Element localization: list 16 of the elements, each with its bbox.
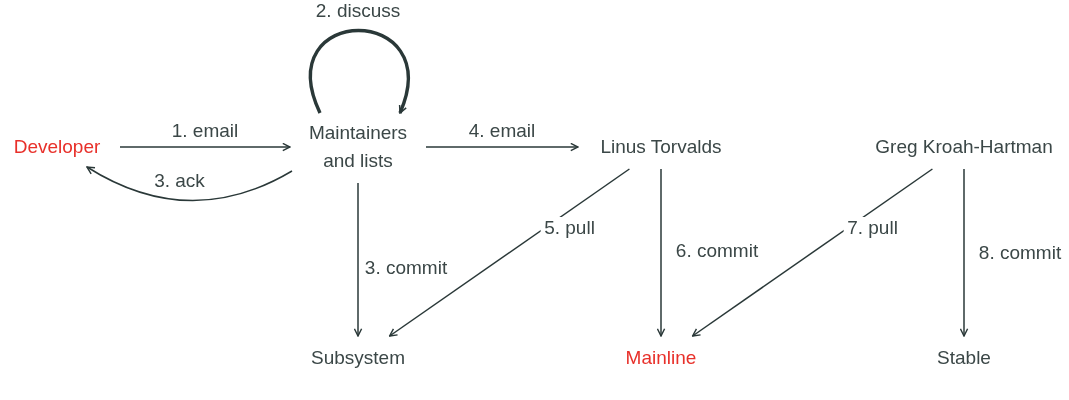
node-label: Linus Torvalds <box>586 133 736 161</box>
node-label: Developer <box>2 133 112 161</box>
arrow <box>425 142 579 152</box>
arrow <box>691 168 934 337</box>
node-label: Subsystem <box>298 344 418 372</box>
arrow <box>86 166 293 202</box>
node-label: Mainline <box>601 344 721 372</box>
arrow <box>656 168 666 337</box>
arrow <box>959 168 969 337</box>
node-label: Greg Kroah-Hartman <box>864 133 1064 161</box>
arrow <box>119 142 291 152</box>
node-label: Stable <box>904 344 1024 372</box>
arrow <box>353 182 363 337</box>
arrow <box>388 168 631 337</box>
node-label: Maintainers and lists <box>298 119 418 175</box>
arrow <box>309 28 410 114</box>
